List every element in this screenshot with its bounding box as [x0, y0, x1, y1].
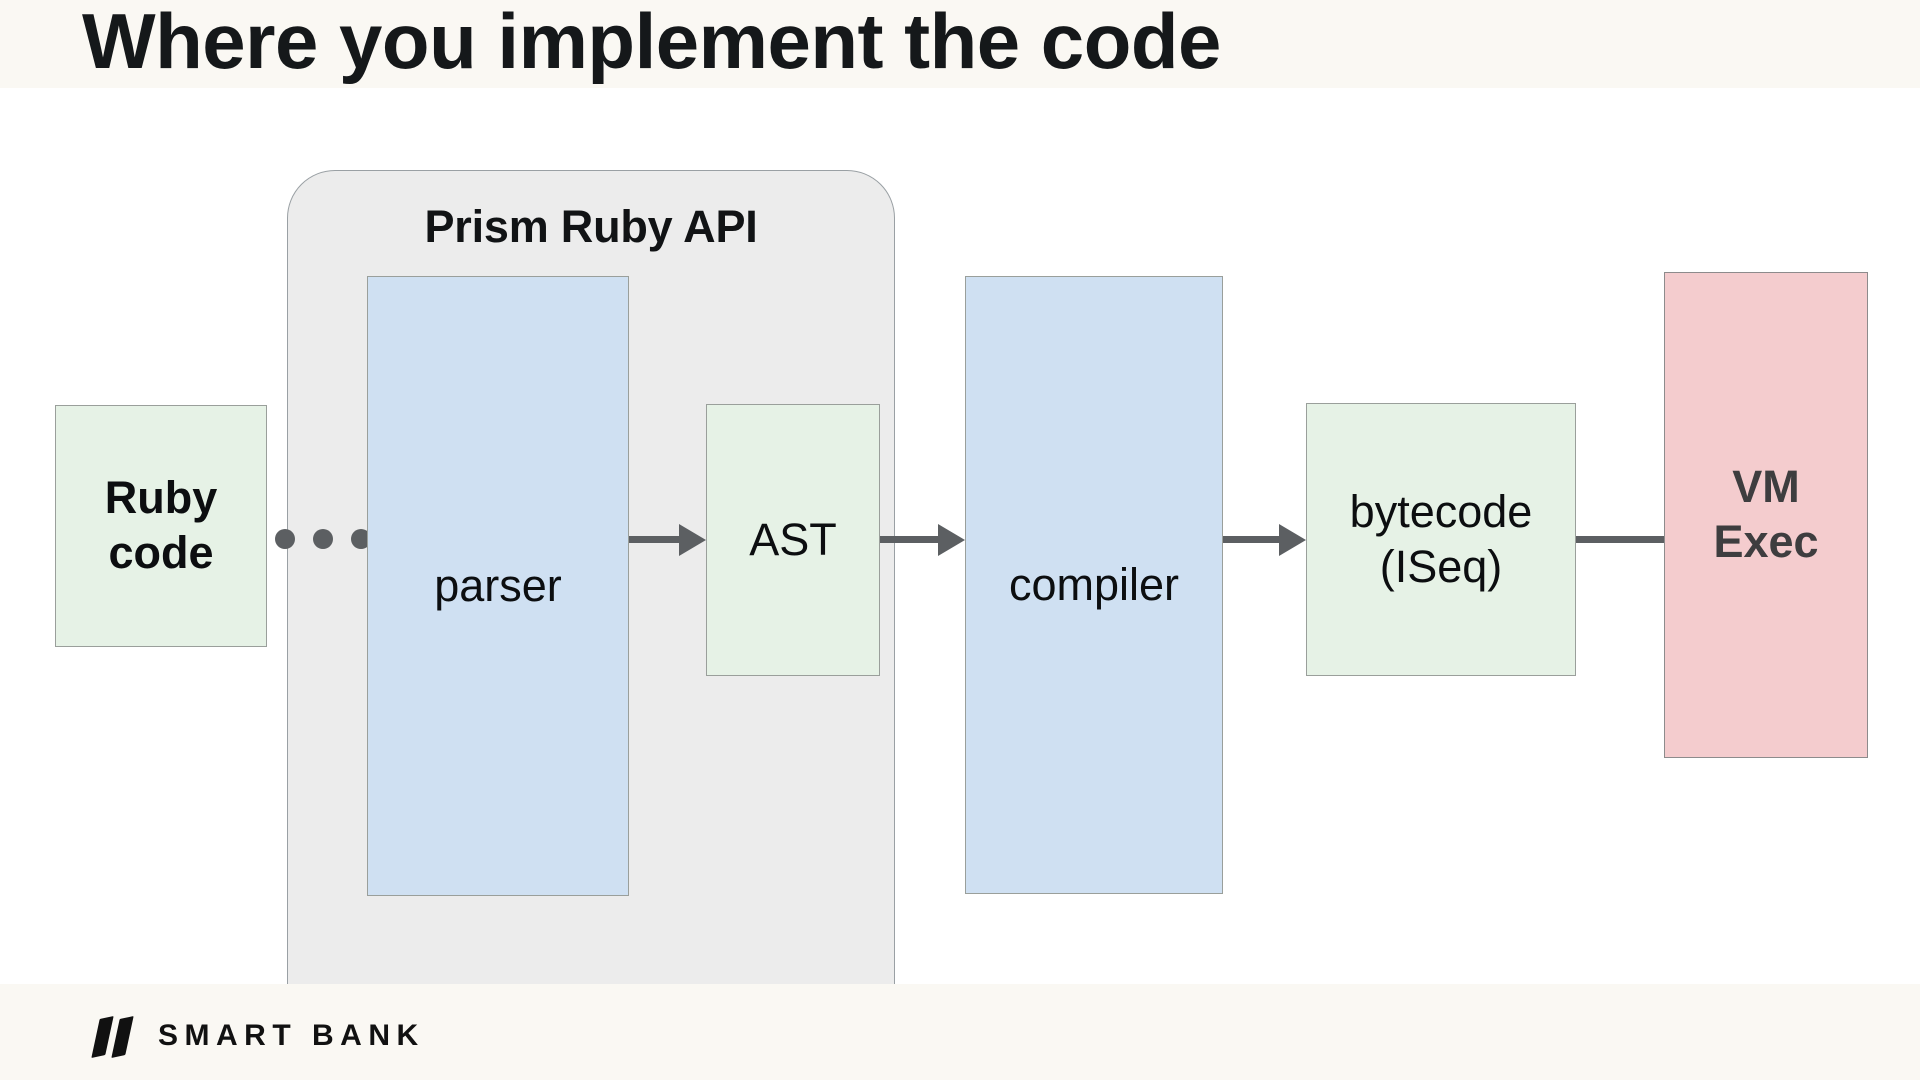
connector-compiler-to-bytecode [1223, 536, 1279, 543]
node-bytecode-text: bytecode (ISeq) [1350, 485, 1533, 595]
arrowhead-compiler-to-bytecode-icon [1279, 524, 1306, 556]
node-vm-exec-line1: VM [1732, 461, 1800, 513]
arrowhead-ast-to-compiler-icon [938, 524, 965, 556]
node-bytecode: bytecode (ISeq) [1306, 403, 1576, 676]
node-ruby-code-text: Ruby code [105, 471, 218, 581]
ellipsis-dot-1 [275, 529, 295, 549]
node-ruby-code-line2: code [108, 527, 214, 578]
smartbank-logo-icon [91, 1014, 136, 1058]
node-ast-label: AST [749, 513, 837, 565]
group-label-prism-ruby-api: Prism Ruby API [424, 201, 758, 252]
logo-slash-right-icon [111, 1016, 134, 1058]
node-ruby-code-line1: Ruby [104, 472, 218, 524]
node-parser-label: parser [434, 559, 562, 611]
connector-ast-to-compiler [880, 536, 938, 543]
connector-parser-to-ast [629, 536, 679, 543]
ellipsis-dot-2 [313, 529, 333, 549]
node-ast: AST [706, 404, 880, 676]
node-parser: parser [367, 276, 629, 896]
node-vm-exec-text: VM Exec [1713, 460, 1818, 570]
node-bytecode-line1: bytecode [1349, 485, 1533, 537]
header-band [0, 0, 1920, 88]
ellipsis-dot-3 [351, 529, 371, 549]
footer-logo: SMART BANK [91, 1014, 425, 1058]
arrowhead-parser-to-ast-icon [679, 524, 706, 556]
node-compiler: compiler [965, 276, 1223, 894]
node-vm-exec: VM Exec [1664, 272, 1868, 758]
node-ruby-code: Ruby code [55, 405, 267, 647]
footer-brand-wordmark: SMART BANK [158, 1019, 425, 1052]
connector-bytecode-to-vm-exec [1576, 536, 1666, 543]
node-vm-exec-line2: Exec [1713, 516, 1819, 567]
logo-slash-left-icon [91, 1016, 114, 1058]
diagram-canvas: Prism Ruby API Ruby code parser AST comp… [0, 88, 1920, 1050]
footer-band [0, 984, 1920, 1080]
node-bytecode-line2: (ISeq) [1379, 540, 1503, 592]
node-compiler-label: compiler [1008, 558, 1180, 610]
page-title: Where you implement the code [82, 0, 1221, 85]
